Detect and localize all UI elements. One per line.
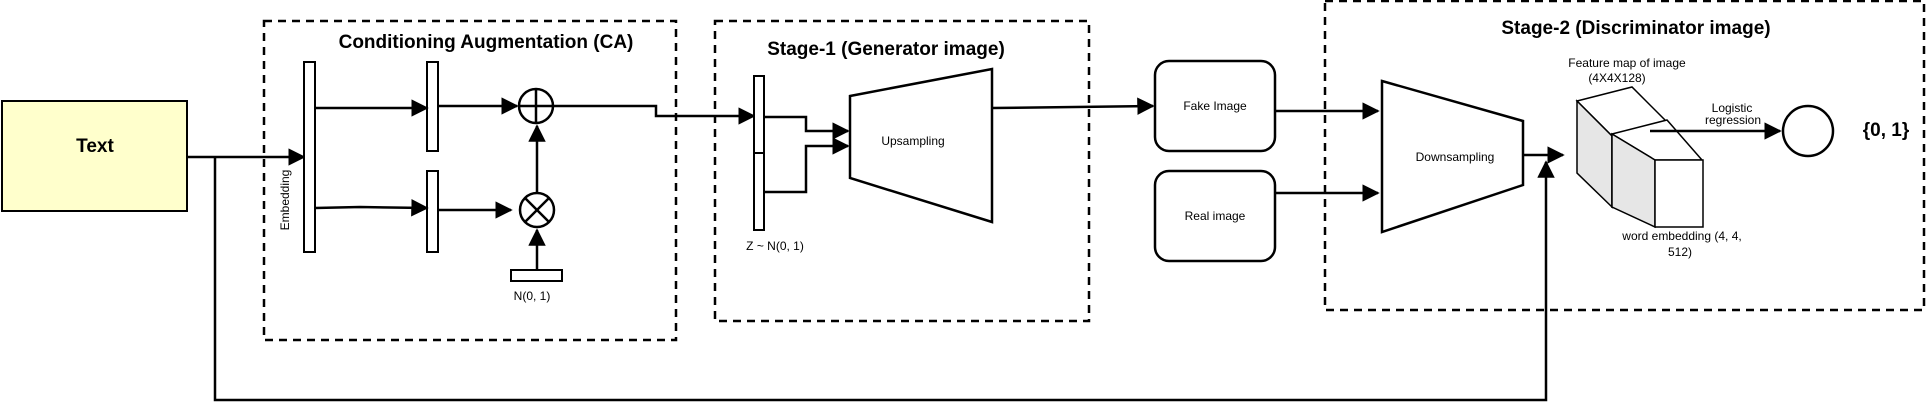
upsampling-label: Upsampling bbox=[881, 134, 944, 148]
text-box-label: Text bbox=[76, 136, 114, 157]
upsampling-to-fake-arrow bbox=[991, 97, 1155, 115]
upsampling-block bbox=[848, 67, 994, 224]
mu-bar bbox=[426, 61, 439, 152]
feature-map-label-line1: Feature map of image bbox=[1568, 56, 1686, 70]
stage2-title: Stage-2 (Discriminator image) bbox=[1501, 18, 1770, 39]
logistic-label-line2: regression bbox=[1705, 113, 1761, 127]
stage1-title: Stage-1 (Generator image) bbox=[767, 39, 1005, 60]
embedding-bar bbox=[303, 61, 316, 253]
z-label: Z ~ N(0, 1) bbox=[746, 239, 804, 253]
embedding-to-sigma-arrow bbox=[314, 199, 429, 217]
ca-to-stage1-arrow bbox=[553, 104, 756, 125]
times-icon bbox=[518, 191, 556, 229]
word-embedding-cube bbox=[1610, 119, 1704, 229]
plus-icon bbox=[517, 87, 555, 125]
condition-bar bbox=[753, 75, 765, 154]
fake-image-box bbox=[1153, 59, 1277, 153]
noise-label: N(0, 1) bbox=[514, 289, 551, 303]
real-image-label: Real image bbox=[1185, 209, 1246, 223]
noise-bar bbox=[510, 269, 563, 282]
logistic-label-line1: Logistic bbox=[1712, 101, 1753, 115]
embedding-label: Embedding bbox=[278, 170, 292, 231]
output-label: {0, 1} bbox=[1863, 120, 1910, 141]
word-embedding-label-line2: 512) bbox=[1668, 245, 1692, 259]
stage1-group-box bbox=[713, 19, 1091, 323]
real-image-box bbox=[1153, 169, 1277, 263]
stage2-group-box bbox=[1323, 0, 1926, 312]
z-bar bbox=[753, 152, 765, 231]
word-embedding-label-line1: word embedding (4, 4, bbox=[1621, 229, 1741, 243]
feature-map-label-line2: (4X4X128) bbox=[1588, 71, 1645, 85]
z-to-upsampling-arrow bbox=[764, 137, 850, 194]
sigma-bar bbox=[426, 170, 439, 253]
text-to-stage2-arrow bbox=[213, 157, 1555, 402]
condition-to-upsampling-arrow bbox=[764, 115, 850, 140]
text-box bbox=[1, 100, 188, 212]
output-circle bbox=[1781, 104, 1835, 158]
downsampling-block bbox=[1380, 79, 1525, 234]
ca-group-box bbox=[262, 19, 678, 342]
downsampling-label: Downsampling bbox=[1416, 150, 1495, 164]
ca-title: Conditioning Augmentation (CA) bbox=[339, 32, 634, 53]
fake-image-label: Fake Image bbox=[1183, 99, 1247, 113]
